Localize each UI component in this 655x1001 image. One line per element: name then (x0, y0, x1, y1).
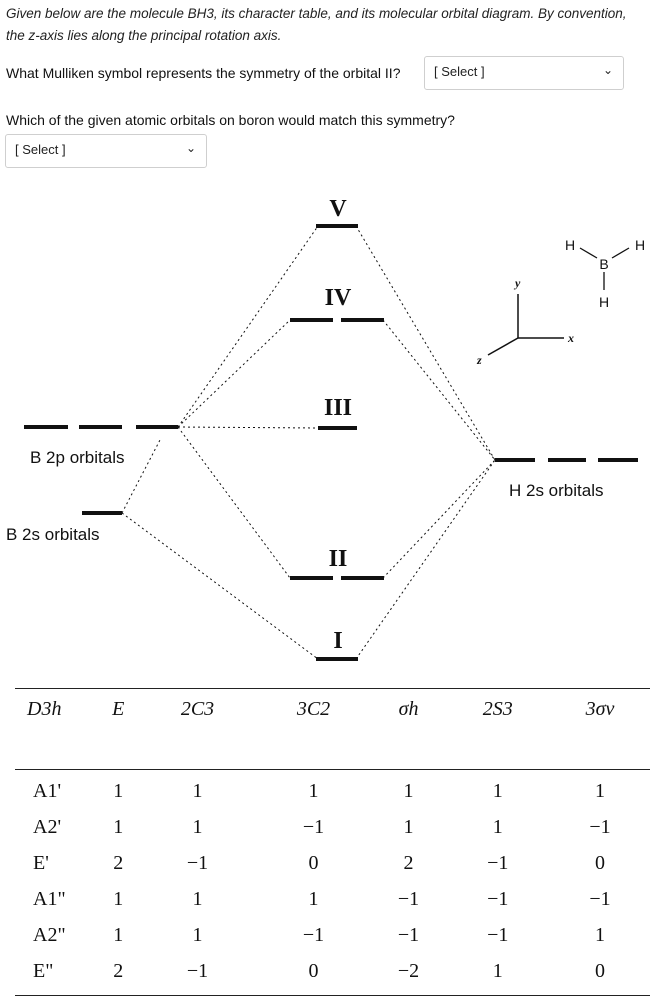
table-cell: 0 (308, 959, 319, 982)
table-cell: −1 (186, 959, 209, 982)
table-top-rule (15, 688, 650, 689)
header-cell: E (112, 697, 125, 720)
table-cell: −1 (186, 851, 209, 874)
atom-h-right: H (635, 237, 645, 253)
question-1-select-value: [ Select ] (434, 64, 485, 79)
table-cell: 1 (492, 779, 503, 802)
atom-h-left: H (565, 237, 575, 253)
table-cell: 1 (594, 923, 605, 946)
table-row: A2' 1 1 −1 1 1 −1 (15, 809, 650, 845)
header-cell: σh (398, 697, 419, 720)
table-cell: 1 (308, 779, 319, 802)
table-row: E' 2 −1 0 2 −1 0 (15, 845, 650, 881)
b-2p-label: B 2p orbitals (30, 448, 125, 467)
table-bottom-rule (15, 995, 650, 996)
irrep-label: E' (33, 851, 49, 874)
table-cell: 1 (113, 815, 124, 838)
table-row: A2" 1 1 −1 −1 −1 1 (15, 917, 650, 953)
table-cell: −1 (589, 815, 611, 838)
question-1-select[interactable]: [ Select ] ⌄ (424, 56, 624, 90)
table-cell: 1 (492, 959, 503, 982)
question-2-select-value: [ Select ] (15, 142, 66, 157)
table-cell: 1 (113, 779, 124, 802)
table-cell: 2 (113, 959, 124, 982)
table-header-row: D3h E 2C3 3C2 σh 2S3 3σv (15, 688, 650, 730)
table-cell: −1 (589, 887, 611, 910)
chevron-down-icon: ⌄ (185, 141, 196, 155)
chevron-down-icon: ⌄ (602, 63, 613, 77)
table-cell: 1 (403, 815, 414, 838)
irrep-label: E" (33, 959, 54, 982)
table-cell: 1 (192, 923, 203, 946)
axis-x-label: x (567, 331, 574, 345)
irrep-label: A2" (33, 923, 66, 946)
atom-b: B (599, 256, 608, 272)
question-2-select[interactable]: [ Select ] ⌄ (5, 134, 207, 168)
table-cell: −1 (397, 923, 420, 946)
table-cell: 1 (192, 779, 203, 802)
table-cell: 1 (113, 887, 124, 910)
header-cell: 3σv (585, 697, 615, 720)
intro-text: Given below are the molecule BH3, its ch… (6, 3, 646, 47)
table-cell: 1 (192, 887, 203, 910)
table-cell: 0 (594, 851, 605, 874)
header-cell: 2S3 (482, 697, 513, 720)
irrep-label: A1" (33, 887, 66, 910)
table-cell: −1 (487, 851, 509, 874)
energy-levels (24, 224, 638, 661)
header-cell: 2C3 (180, 697, 215, 720)
irrep-label: A2' (33, 815, 62, 838)
table-header-rule (15, 769, 650, 770)
table-row: A1" 1 1 1 −1 −1 −1 (15, 881, 650, 917)
table-cell: −1 (397, 887, 420, 910)
axis-y-label: y (513, 276, 521, 290)
correlation-lines (121, 225, 496, 660)
question-2-text: Which of the given atomic orbitals on bo… (6, 112, 455, 128)
h-2s-label: H 2s orbitals (509, 481, 603, 500)
table-cell: −1 (302, 923, 325, 946)
table-cell: −1 (487, 887, 509, 910)
table-cell: −2 (397, 959, 420, 982)
table-cell: 1 (492, 815, 503, 838)
intro-line-1: Given below are the molecule BH3, its ch… (6, 6, 627, 21)
group-label: D3h (27, 697, 62, 720)
table-row: A1' 1 1 1 1 1 1 (15, 773, 650, 809)
mo-diagram: V IV III II I B 2p orbitals B 2s orbital… (6, 196, 645, 661)
table-cell: 1 (403, 779, 414, 802)
bh3-bonds (579, 247, 630, 290)
table-cell: 0 (594, 959, 605, 982)
table-cell: 1 (308, 887, 319, 910)
table-cell: 2 (113, 851, 124, 874)
question-1-text: What Mulliken symbol represents the symm… (6, 65, 401, 81)
table-cell: 2 (403, 851, 414, 874)
mo-label-i: I (333, 628, 342, 654)
mo-label-iii: III (324, 395, 352, 421)
axis-z-label: z (476, 353, 482, 367)
table-cell: 1 (594, 779, 605, 802)
table-cell: 1 (113, 923, 124, 946)
atom-h-bottom: H (599, 294, 609, 310)
intro-line-2: the z-axis lies along the principal rota… (6, 28, 282, 43)
axis-system (487, 294, 564, 356)
table-cell: 1 (192, 815, 203, 838)
table-cell: 0 (308, 851, 319, 874)
table-cell: −1 (487, 923, 509, 946)
header-cell: 3C2 (296, 697, 331, 720)
mo-label-ii: II (329, 546, 348, 572)
character-table: D3h E 2C3 3C2 σh 2S3 3σv A1' 1 1 1 1 1 1… (15, 688, 650, 989)
table-cell: −1 (302, 815, 325, 838)
mo-label-v: V (329, 196, 347, 222)
b-2s-label: B 2s orbitals (6, 525, 100, 544)
irrep-label: A1' (33, 779, 62, 802)
mo-label-iv: IV (325, 285, 352, 311)
bh3-molecule: H B H H (565, 237, 645, 310)
table-row: E" 2 −1 0 −2 1 0 (15, 953, 650, 989)
